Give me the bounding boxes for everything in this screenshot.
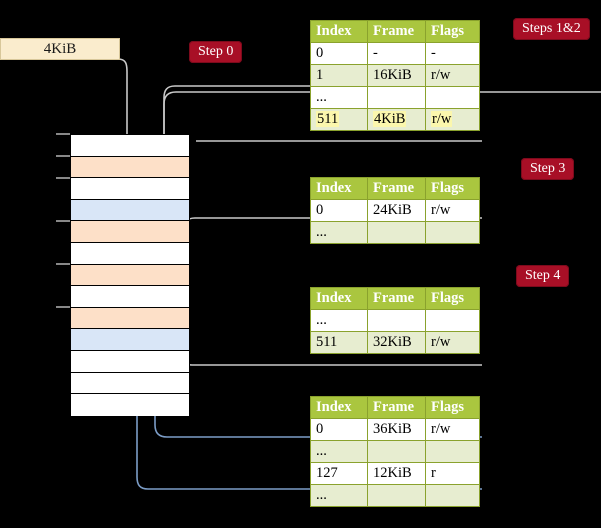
step-0-label: Step 0 bbox=[198, 44, 234, 59]
cell-frame bbox=[367, 309, 426, 332]
cell-frame: - bbox=[367, 42, 426, 65]
cell-frame bbox=[367, 86, 426, 109]
memory-frame-row bbox=[71, 242, 189, 265]
memory-frame-row bbox=[71, 372, 189, 395]
memory-frame-row bbox=[71, 178, 189, 200]
memory-frame-row bbox=[71, 329, 189, 351]
cell-index: ... bbox=[310, 221, 368, 244]
page-size-label: 4KiB bbox=[0, 38, 120, 60]
column-header-frame: Frame bbox=[367, 396, 426, 419]
cell-index: 1 bbox=[310, 64, 368, 87]
column-header-flags: Flags bbox=[425, 20, 480, 43]
table-row: ... bbox=[310, 484, 480, 507]
column-header-index: Index bbox=[310, 20, 368, 43]
column-header-index: Index bbox=[310, 287, 368, 310]
memory-frame-row bbox=[71, 307, 189, 330]
cell-index: 0 bbox=[310, 42, 368, 65]
cell-frame bbox=[367, 484, 426, 507]
cell-frame: 4KiB bbox=[367, 108, 426, 131]
page-size-label-text: 4KiB bbox=[43, 40, 77, 57]
cell-flags bbox=[425, 309, 480, 332]
cell-index: ... bbox=[310, 440, 368, 463]
memory-frame-row bbox=[71, 156, 189, 179]
cell-index: ... bbox=[310, 86, 368, 109]
column-header-index: Index bbox=[310, 177, 368, 200]
table-row: ... bbox=[310, 221, 480, 244]
memory-tick bbox=[56, 133, 70, 135]
cell-index: 511 bbox=[310, 331, 368, 354]
cell-flags: r/w bbox=[425, 64, 480, 87]
memory-tick bbox=[56, 306, 70, 308]
step-4-badge: Step 4 bbox=[516, 265, 570, 288]
cell-flags bbox=[425, 86, 480, 109]
column-header-flags: Flags bbox=[425, 287, 480, 310]
memory-tick bbox=[56, 155, 70, 157]
table-row: 0-- bbox=[310, 42, 480, 65]
memory-frame-row bbox=[71, 221, 189, 243]
cell-flags: r/w bbox=[425, 331, 480, 354]
cell-flags: r bbox=[425, 462, 480, 485]
cell-index: 511 bbox=[310, 108, 368, 131]
column-header-frame: Frame bbox=[367, 20, 426, 43]
cell-frame bbox=[367, 440, 426, 463]
memory-frame-row bbox=[71, 199, 189, 222]
physical-memory-column bbox=[70, 134, 190, 416]
cell-flags: r/w bbox=[425, 199, 480, 222]
cell-index: ... bbox=[310, 309, 368, 332]
column-header-flags: Flags bbox=[425, 396, 480, 419]
step-4-label: Step 4 bbox=[525, 268, 561, 283]
step-3-label: Step 3 bbox=[530, 161, 566, 176]
cell-frame: 12KiB bbox=[367, 462, 426, 485]
memory-frame-row bbox=[71, 286, 189, 308]
cell-index: 127 bbox=[310, 462, 368, 485]
cell-flags bbox=[425, 221, 480, 244]
memory-frame-row bbox=[71, 350, 189, 373]
cell-index: 0 bbox=[310, 418, 368, 441]
memory-frame-row bbox=[71, 264, 189, 287]
table-row: ... bbox=[310, 309, 480, 332]
cell-frame: 36KiB bbox=[367, 418, 426, 441]
column-header-index: Index bbox=[310, 396, 368, 419]
cell-index: ... bbox=[310, 484, 368, 507]
memory-tick bbox=[56, 220, 70, 222]
cell-index: 0 bbox=[310, 199, 368, 222]
memory-frame-row bbox=[71, 394, 189, 416]
memory-tick bbox=[56, 177, 70, 179]
cell-flags: - bbox=[425, 42, 480, 65]
step-3-badge: Step 3 bbox=[521, 158, 575, 181]
memory-tick bbox=[56, 263, 70, 265]
cell-flags bbox=[425, 440, 480, 463]
column-header-frame: Frame bbox=[367, 177, 426, 200]
cell-flags bbox=[425, 484, 480, 507]
cell-flags: r/w bbox=[425, 418, 480, 441]
cell-frame bbox=[367, 221, 426, 244]
steps-1-2-badge: Steps 1&2 bbox=[513, 18, 590, 41]
table-row: ... bbox=[310, 440, 480, 463]
cell-frame: 16KiB bbox=[367, 64, 426, 87]
cell-frame: 24KiB bbox=[367, 199, 426, 222]
cell-flags: r/w bbox=[425, 108, 480, 131]
column-header-flags: Flags bbox=[425, 177, 480, 200]
cell-frame: 32KiB bbox=[367, 331, 426, 354]
memory-frame-row bbox=[71, 135, 189, 157]
table-row: ... bbox=[310, 86, 480, 109]
steps-1-2-label: Steps 1&2 bbox=[522, 21, 581, 36]
column-header-frame: Frame bbox=[367, 287, 426, 310]
step-0-badge: Step 0 bbox=[189, 41, 243, 64]
